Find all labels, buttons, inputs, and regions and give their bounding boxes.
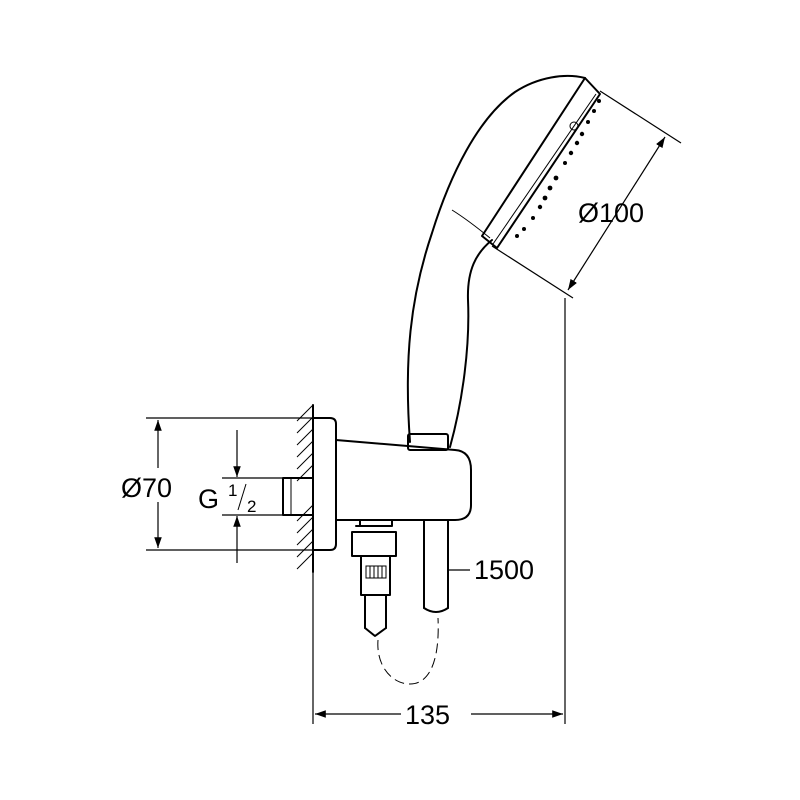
- wall-hatching: [296, 404, 314, 573]
- overall-projection-label: 135: [405, 700, 450, 730]
- wall-flange: [312, 417, 337, 551]
- wall-flange-diameter-label: Ø70: [121, 473, 172, 503]
- thread-prefix-label: G: [198, 484, 219, 514]
- thread-fraction-slash: [237, 483, 247, 511]
- dimension-spray-face: [491, 90, 682, 299]
- thread-denominator: 2: [247, 497, 256, 516]
- thread-numerator: 1: [228, 481, 237, 500]
- hose-length-label: 1500: [474, 555, 534, 585]
- dimension-overall-projection: [312, 298, 566, 724]
- hose-right-leg: [423, 519, 449, 613]
- spray-face-diameter-label: Ø100: [578, 198, 644, 228]
- hose-left-leg: [351, 519, 397, 637]
- shower-holder: [335, 433, 472, 521]
- wall-connection-stub: [282, 477, 314, 516]
- hand-shower: [406, 75, 601, 448]
- hose-loop-dashed: [377, 617, 439, 685]
- dimension-thread: [222, 430, 283, 563]
